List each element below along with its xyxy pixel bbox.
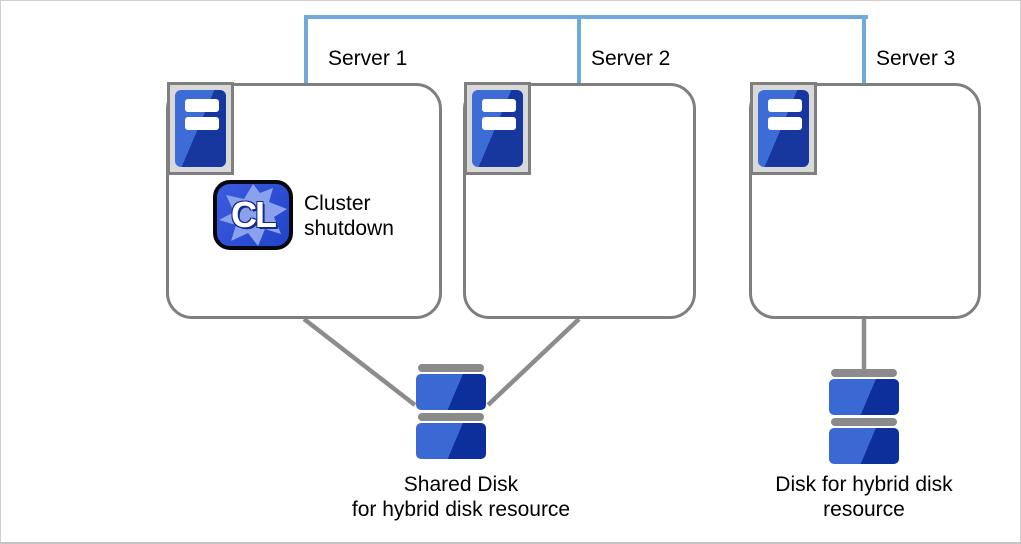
cluster-burst-shape [219,184,287,246]
disk-cap-bar [418,413,484,421]
cluster-badge-letters: CL [231,194,277,235]
server1-tower-icon [167,82,234,175]
disk-cap-bar [831,369,897,377]
disk-platter [416,423,486,459]
hybrid-disk-label-line1: Disk for hybrid disk [775,473,953,496]
server3-tower-icon [750,82,817,175]
tower-slot-bar [482,117,516,130]
shared-disk-label: Shared Disk for hybrid disk resource [311,472,611,522]
disk-platter [829,379,899,415]
server1-shared-disk-link [302,317,417,407]
shared-disk-label-line2: for hybrid disk resource [351,498,571,521]
disk-platter [829,428,899,464]
tower-body [758,90,809,167]
hybrid-disk-icon [829,369,899,464]
server1-box [166,83,442,319]
server1-label: Server 1 [328,47,408,70]
server2-tower-icon [464,82,531,175]
cluster-shutdown-icon: CL [213,180,293,250]
shared-disk-label-line1: Shared Disk [403,473,519,496]
hybrid-disk-label: Disk for hybrid disk resource [714,472,1014,522]
disk-cap-bar [831,418,897,426]
cluster-caption-line1: Cluster [304,192,371,215]
tower-slot-bar [768,117,802,130]
disk-cap-bar [418,364,484,372]
tower-body [175,90,226,167]
tower-slot-bar [185,99,219,112]
server2-label: Server 2 [591,47,671,70]
tower-slot-bar [482,99,516,112]
server2-shared-disk-link [486,317,581,407]
tower-body [472,90,523,167]
shared-disk-icon [416,364,486,459]
tower-slot-bar [768,99,802,112]
server3-label: Server 3 [876,47,956,70]
hybrid-disk-label-line2: resource [823,498,905,521]
tower-slot-bar [185,117,219,130]
cluster-shutdown-caption: Cluster shutdown [304,191,394,241]
disk-platter [416,374,486,410]
cluster-caption-line2: shutdown [304,217,394,240]
